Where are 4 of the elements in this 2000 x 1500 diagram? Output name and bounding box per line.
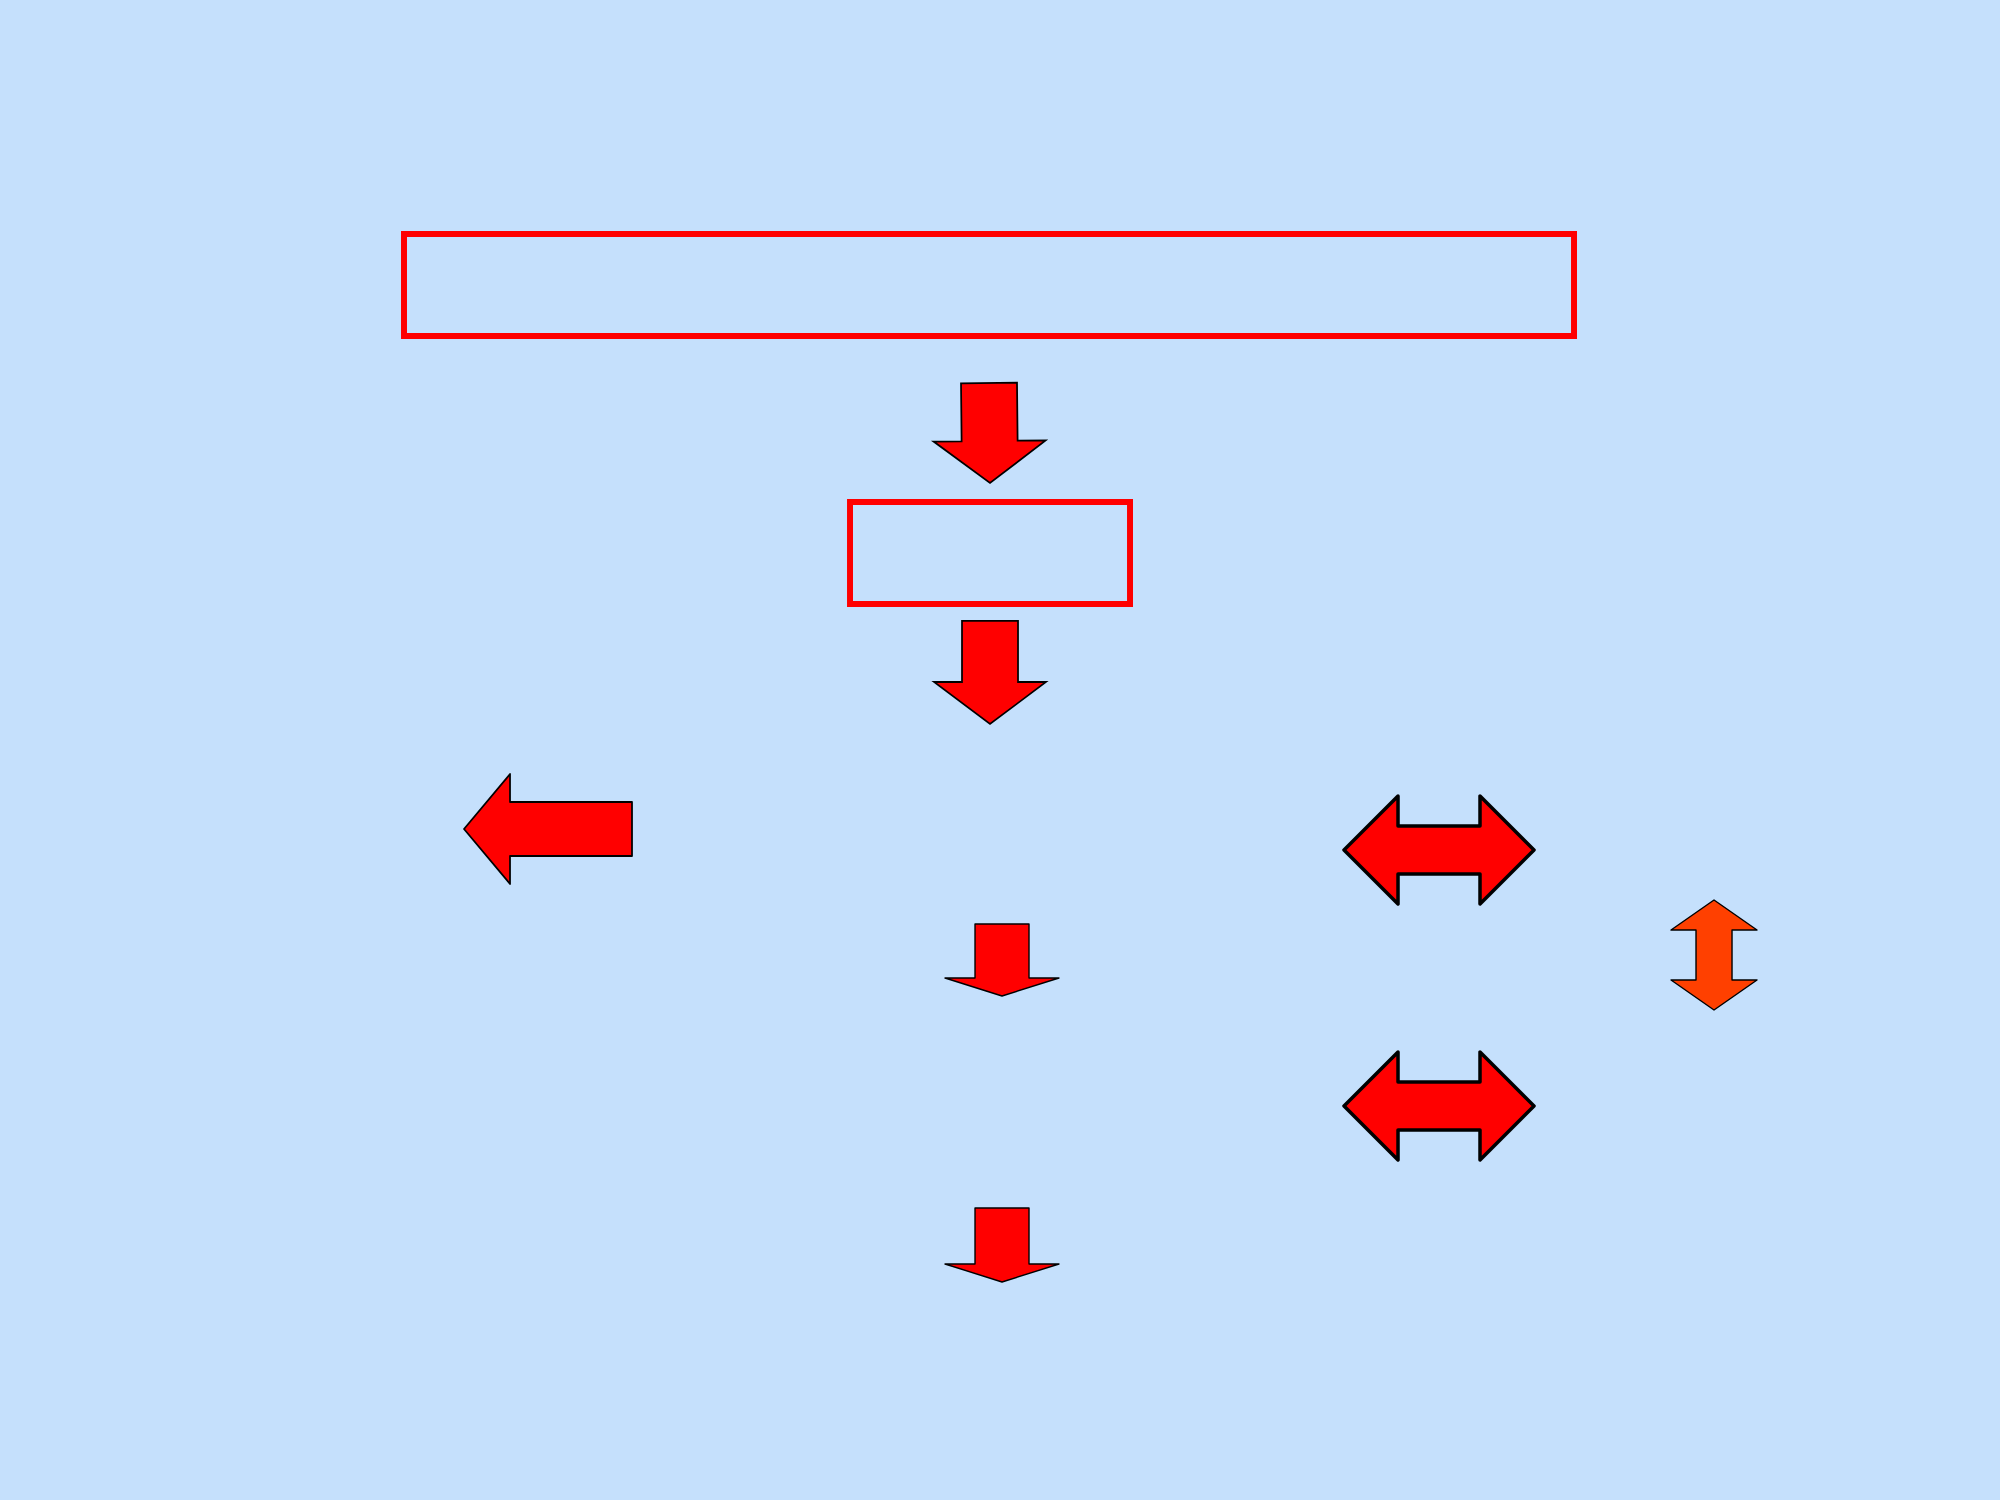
block-arrow bbox=[931, 620, 1049, 726]
block-arrow bbox=[930, 381, 1049, 485]
empty-box bbox=[847, 499, 1133, 607]
empty-box bbox=[401, 231, 1577, 339]
